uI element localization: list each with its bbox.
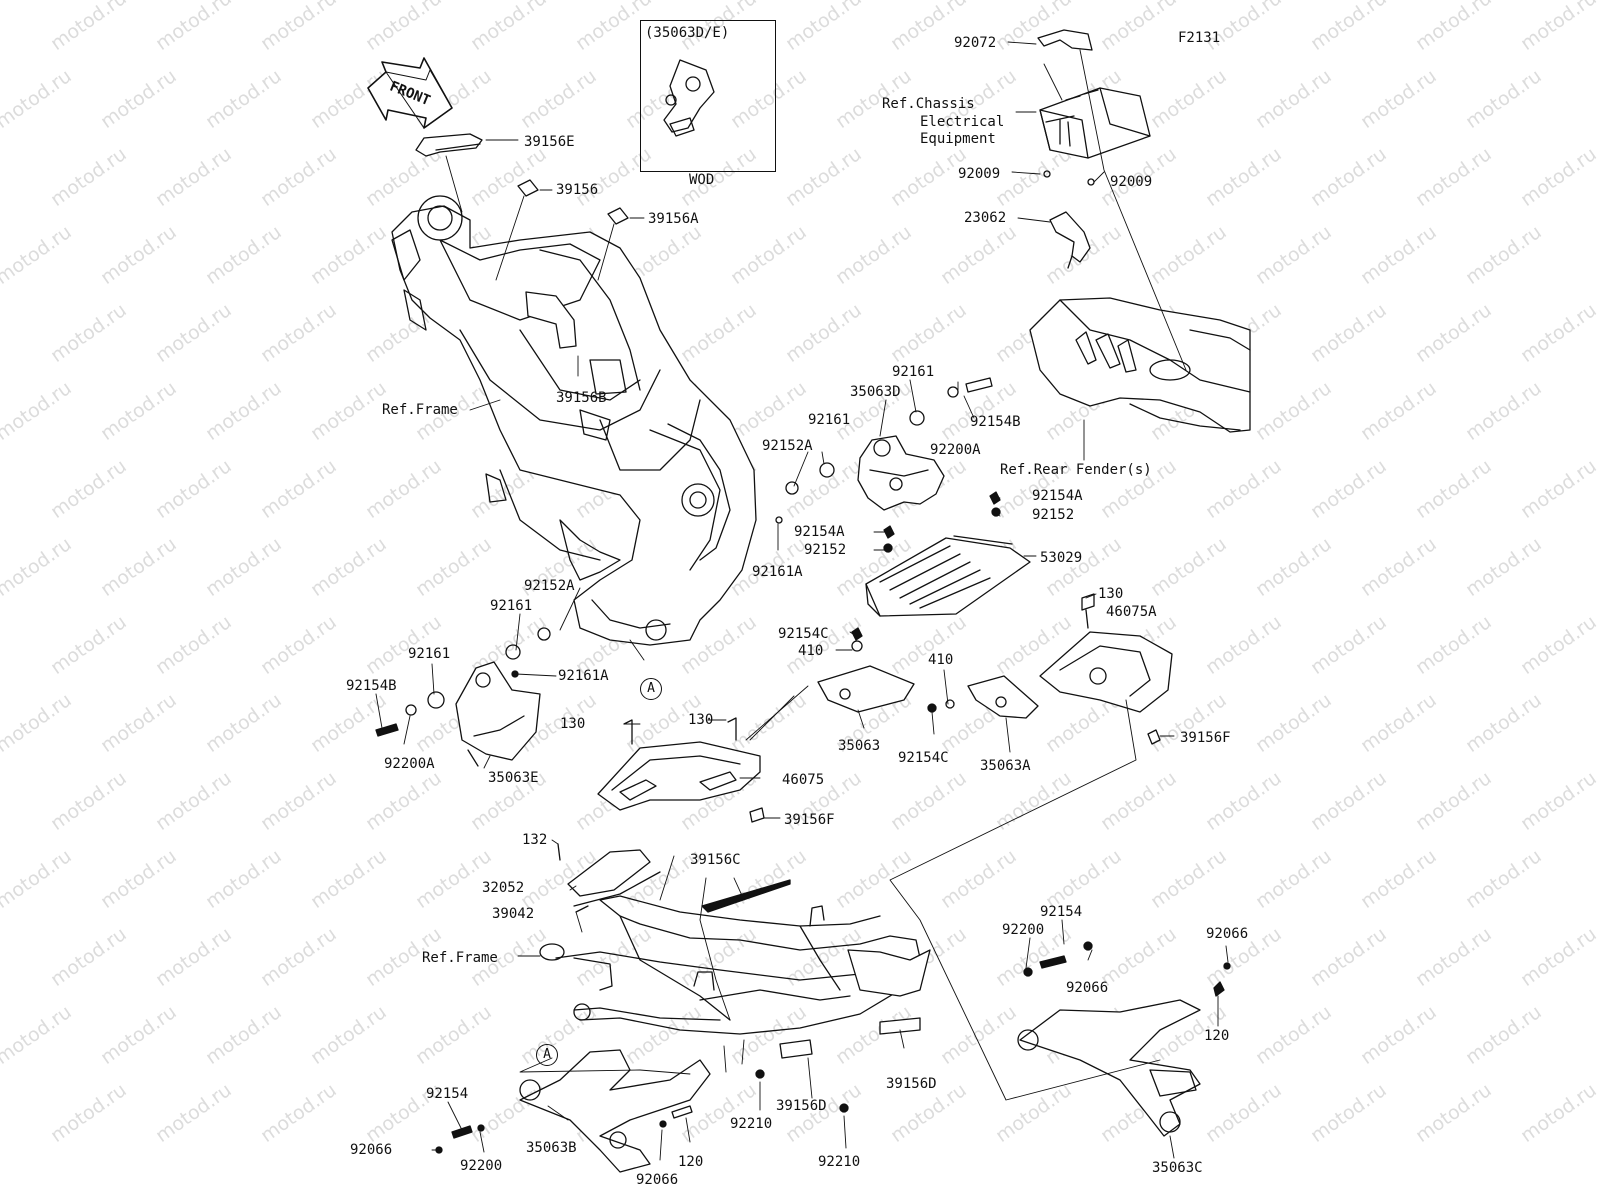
part-label: 92200 — [1002, 922, 1045, 938]
bracket-46075 — [597, 717, 765, 823]
inset-caption: WOD — [689, 172, 715, 188]
leader-lines — [375, 41, 1229, 1161]
part-label: 35063B — [526, 1140, 577, 1156]
reference-label: Electrical — [920, 114, 1005, 130]
part-label: 92152A — [524, 578, 575, 594]
reference-label: Equipment — [920, 131, 996, 147]
part-label: 92154 — [426, 1086, 469, 1102]
part-label: 39156D — [886, 1076, 937, 1092]
part-label: 53029 — [1040, 550, 1083, 566]
part-label: 92009 — [1110, 174, 1153, 190]
part-label: 92161A — [558, 668, 609, 684]
rear-fender — [1029, 297, 1251, 433]
part-label: 35063 — [838, 738, 881, 754]
part-label: 120 — [1204, 1028, 1230, 1044]
part-label: 92009 — [958, 166, 1001, 182]
part-label: 92161A — [752, 564, 803, 580]
part-label: 39156A — [648, 211, 699, 227]
part-label: 39156E — [524, 134, 575, 150]
part-label: 92154B — [346, 678, 397, 694]
part-label: 130 — [688, 712, 714, 728]
reference-label: Ref.Chassis — [882, 96, 975, 112]
part-label: 92200A — [384, 756, 435, 772]
part-label: 39042 — [492, 906, 535, 922]
part-label: 92161 — [408, 646, 451, 662]
callout-marker-upper: A — [640, 678, 662, 700]
part-label: 46075A — [1106, 604, 1157, 620]
callout-marker-lower: A — [536, 1044, 558, 1066]
bracket-35063E — [375, 627, 551, 767]
figure-id: F2131 — [1178, 30, 1221, 46]
part-label: 92210 — [730, 1116, 773, 1132]
part-label: 92066 — [1206, 926, 1249, 942]
part-label: 92161 — [808, 412, 851, 428]
part-label: 39156F — [1180, 730, 1231, 746]
part-label: 35063D — [850, 384, 901, 400]
front-arrow-icon: FRONT — [367, 57, 453, 129]
clamp-32052 — [557, 843, 661, 913]
part-label: 120 — [678, 1154, 704, 1170]
inset-bracket-drawing — [663, 59, 715, 137]
part-label: 92154A — [794, 524, 845, 540]
bracket-35063C — [1017, 941, 1231, 1137]
part-label: 39156B — [556, 390, 607, 406]
bracket-35063A — [927, 675, 1039, 719]
part-label: 92200 — [460, 1158, 503, 1174]
part-label: 92066 — [1066, 980, 1109, 996]
bracket-46075A — [1039, 593, 1173, 745]
bracket-35063D — [775, 377, 993, 524]
small-parts — [415, 133, 1095, 225]
part-label: 92152 — [1032, 507, 1075, 523]
part-label: 92154C — [898, 750, 949, 766]
main-frame — [391, 195, 757, 646]
footboard-53029 — [865, 491, 1031, 617]
part-label: 92154A — [1032, 488, 1083, 504]
battery-assembly — [1037, 29, 1151, 269]
reference-label: Ref.Frame — [382, 402, 458, 418]
part-label: 35063C — [1152, 1160, 1203, 1176]
part-label: 92161 — [892, 364, 935, 380]
part-label: 132 — [522, 832, 548, 848]
part-label: 92066 — [636, 1172, 679, 1188]
part-label: 92154B — [970, 414, 1021, 430]
part-label: 35063E — [488, 770, 539, 786]
part-label: 39156D — [776, 1098, 827, 1114]
part-label: 23062 — [964, 210, 1007, 226]
part-label: 92210 — [818, 1154, 861, 1170]
part-label: 39156F — [784, 812, 835, 828]
part-label: 92152 — [804, 542, 847, 558]
part-label: 46075 — [782, 772, 825, 788]
reference-label: Ref.Frame — [422, 950, 498, 966]
part-label: 92200A — [930, 442, 981, 458]
sub-frame — [539, 879, 931, 1059]
part-label: 32052 — [482, 880, 525, 896]
reference-label: Ref.Rear Fender(s) — [1000, 462, 1152, 478]
part-label: 410 — [798, 643, 824, 659]
part-label: 92154 — [1040, 904, 1083, 920]
part-label: 92152A — [762, 438, 813, 454]
part-label: 35063A — [980, 758, 1031, 774]
inset-box: (35063D/E) — [640, 20, 776, 172]
bracket-35063 — [817, 627, 915, 713]
part-label: 410 — [928, 652, 954, 668]
bracket-35063B — [435, 1049, 849, 1173]
part-label: 39156 — [556, 182, 599, 198]
part-label: 92154C — [778, 626, 829, 642]
part-label: 130 — [1098, 586, 1124, 602]
inset-title: (35063D/E) — [645, 25, 730, 41]
part-label: 92072 — [954, 35, 997, 51]
part-label: 130 — [560, 716, 586, 732]
part-label: 39156C — [690, 852, 741, 868]
part-label: 92161 — [490, 598, 533, 614]
part-label: 92066 — [350, 1142, 393, 1158]
